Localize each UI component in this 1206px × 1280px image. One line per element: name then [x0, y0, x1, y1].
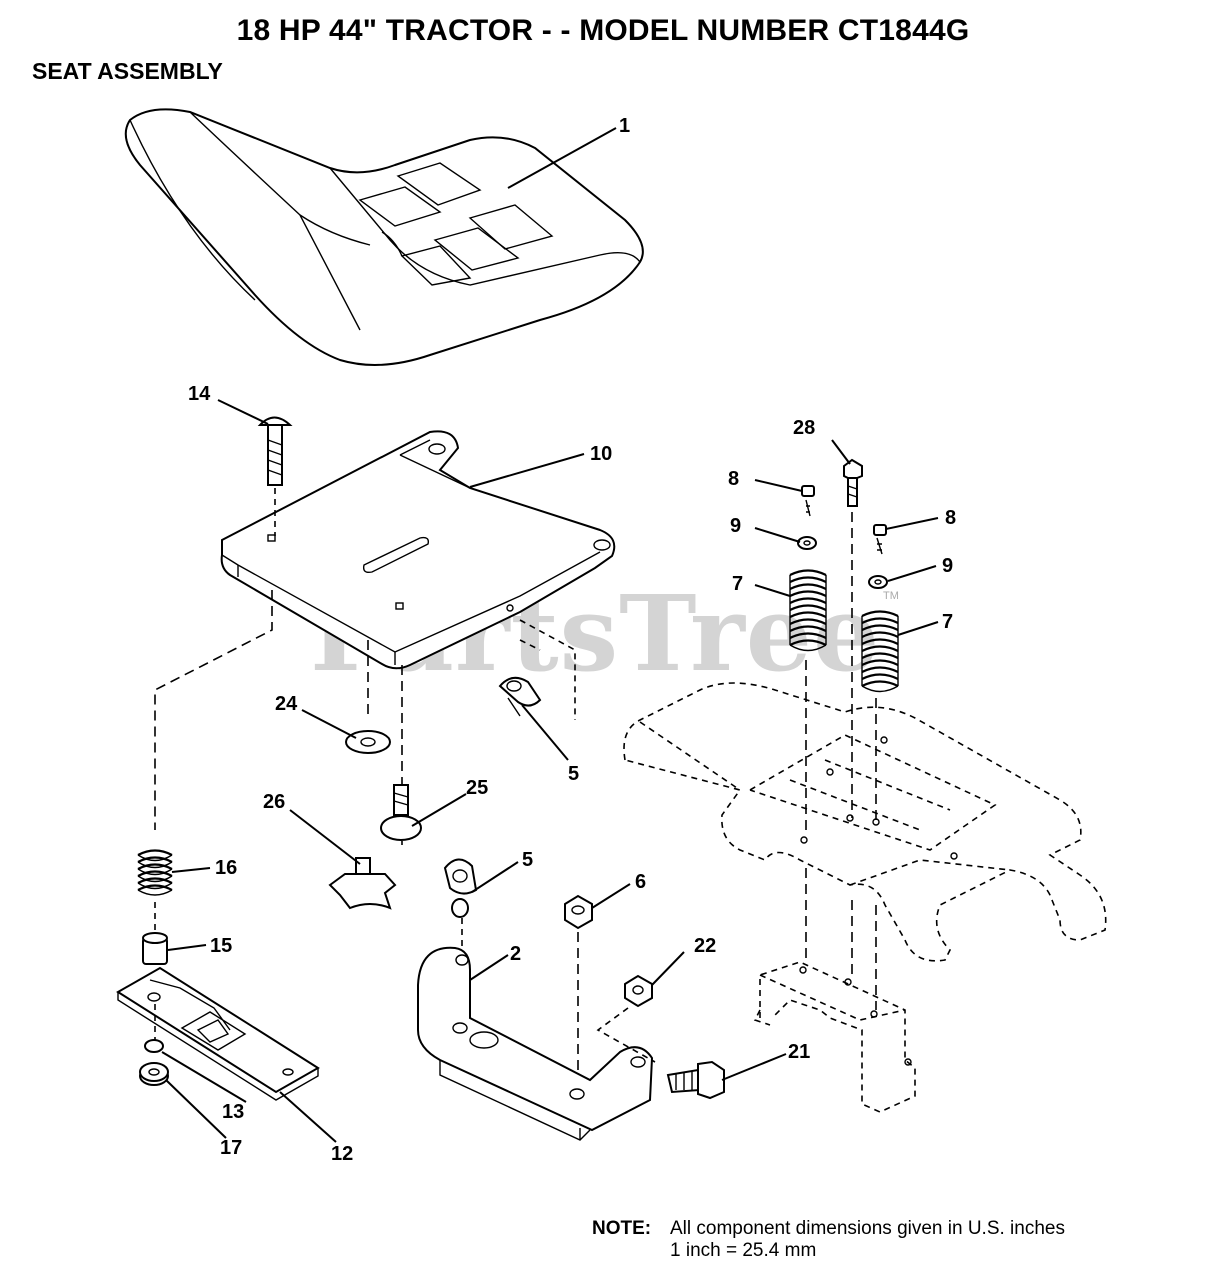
callout-9-left: 9 [730, 515, 741, 537]
callout-5-lower: 5 [522, 849, 533, 871]
callout-26: 26 [263, 791, 285, 813]
part-spring-16[interactable] [137, 849, 173, 896]
part-clip-upper[interactable] [498, 676, 542, 717]
callout-22: 22 [694, 935, 716, 957]
part-hex-nut-6[interactable] [564, 894, 593, 930]
part-bolt-21[interactable] [666, 1060, 725, 1100]
part-clip-lower[interactable] [443, 858, 478, 918]
tractor-fender-outline [623, 682, 1107, 962]
callout-7-left: 7 [732, 573, 743, 595]
part-knob[interactable] [328, 857, 397, 910]
callout-14: 14 [188, 383, 211, 405]
dimensions-note: NOTE: All component dimensions given in U… [592, 1218, 1065, 1262]
part-carriage-bolt[interactable] [257, 416, 293, 486]
section-title: SEAT ASSEMBLY [32, 58, 223, 84]
callout-25: 25 [466, 777, 488, 799]
part-washer-24[interactable] [345, 730, 391, 754]
callout-7-right: 7 [942, 611, 953, 633]
diagram-title: 18 HP 44" TRACTOR - - MODEL NUMBER CT184… [236, 14, 970, 47]
callout-leaders [161, 127, 939, 1143]
callout-16: 16 [215, 857, 237, 879]
part-washer-9-right[interactable] [868, 575, 888, 589]
part-screw-8-right[interactable] [873, 524, 887, 555]
callout-2: 2 [510, 943, 521, 965]
callout-17: 17 [220, 1137, 242, 1159]
callout-13: 13 [222, 1101, 244, 1123]
part-slide-plate[interactable] [116, 966, 320, 1101]
callout-6: 6 [635, 871, 646, 893]
callout-9-right: 9 [942, 555, 953, 577]
part-shoulder-bolt[interactable] [380, 784, 422, 841]
callout-28: 28 [793, 417, 815, 439]
callout-numbers: 1 14 10 28 8 8 9 9 7 7 5 24 25 26 16 15 … [188, 115, 956, 1165]
part-nut-17[interactable] [139, 1062, 169, 1086]
callout-5-upper: 5 [568, 763, 579, 785]
part-seat-bracket[interactable] [417, 946, 654, 1141]
callout-8-left: 8 [728, 468, 739, 490]
part-seat-pan[interactable] [220, 430, 616, 670]
part-bushing[interactable] [142, 932, 168, 965]
callout-10: 10 [590, 443, 612, 465]
part-hex-nut-22[interactable] [624, 974, 653, 1008]
part-bolt-28[interactable] [843, 458, 863, 507]
callout-21: 21 [788, 1041, 810, 1063]
callout-1: 1 [619, 115, 630, 137]
part-spring-7-right[interactable] [861, 610, 899, 693]
tractor-frame-outline [753, 961, 916, 1113]
part-spring-7-left[interactable] [789, 569, 827, 652]
callout-8-right: 8 [945, 507, 956, 529]
part-washer-9-left[interactable] [797, 536, 817, 550]
note-line-1: All component dimensions given in U.S. i… [670, 1218, 1065, 1239]
note-label: NOTE: [592, 1218, 652, 1239]
note-line-2: 1 inch = 25.4 mm [670, 1240, 817, 1261]
callout-15: 15 [210, 935, 232, 957]
callout-12: 12 [331, 1143, 353, 1165]
part-lock-washer[interactable] [144, 1039, 164, 1053]
part-seat[interactable] [124, 108, 644, 366]
callout-24: 24 [275, 693, 298, 715]
watermark-trademark: TM [883, 590, 899, 602]
part-screw-8-left[interactable] [801, 485, 815, 517]
